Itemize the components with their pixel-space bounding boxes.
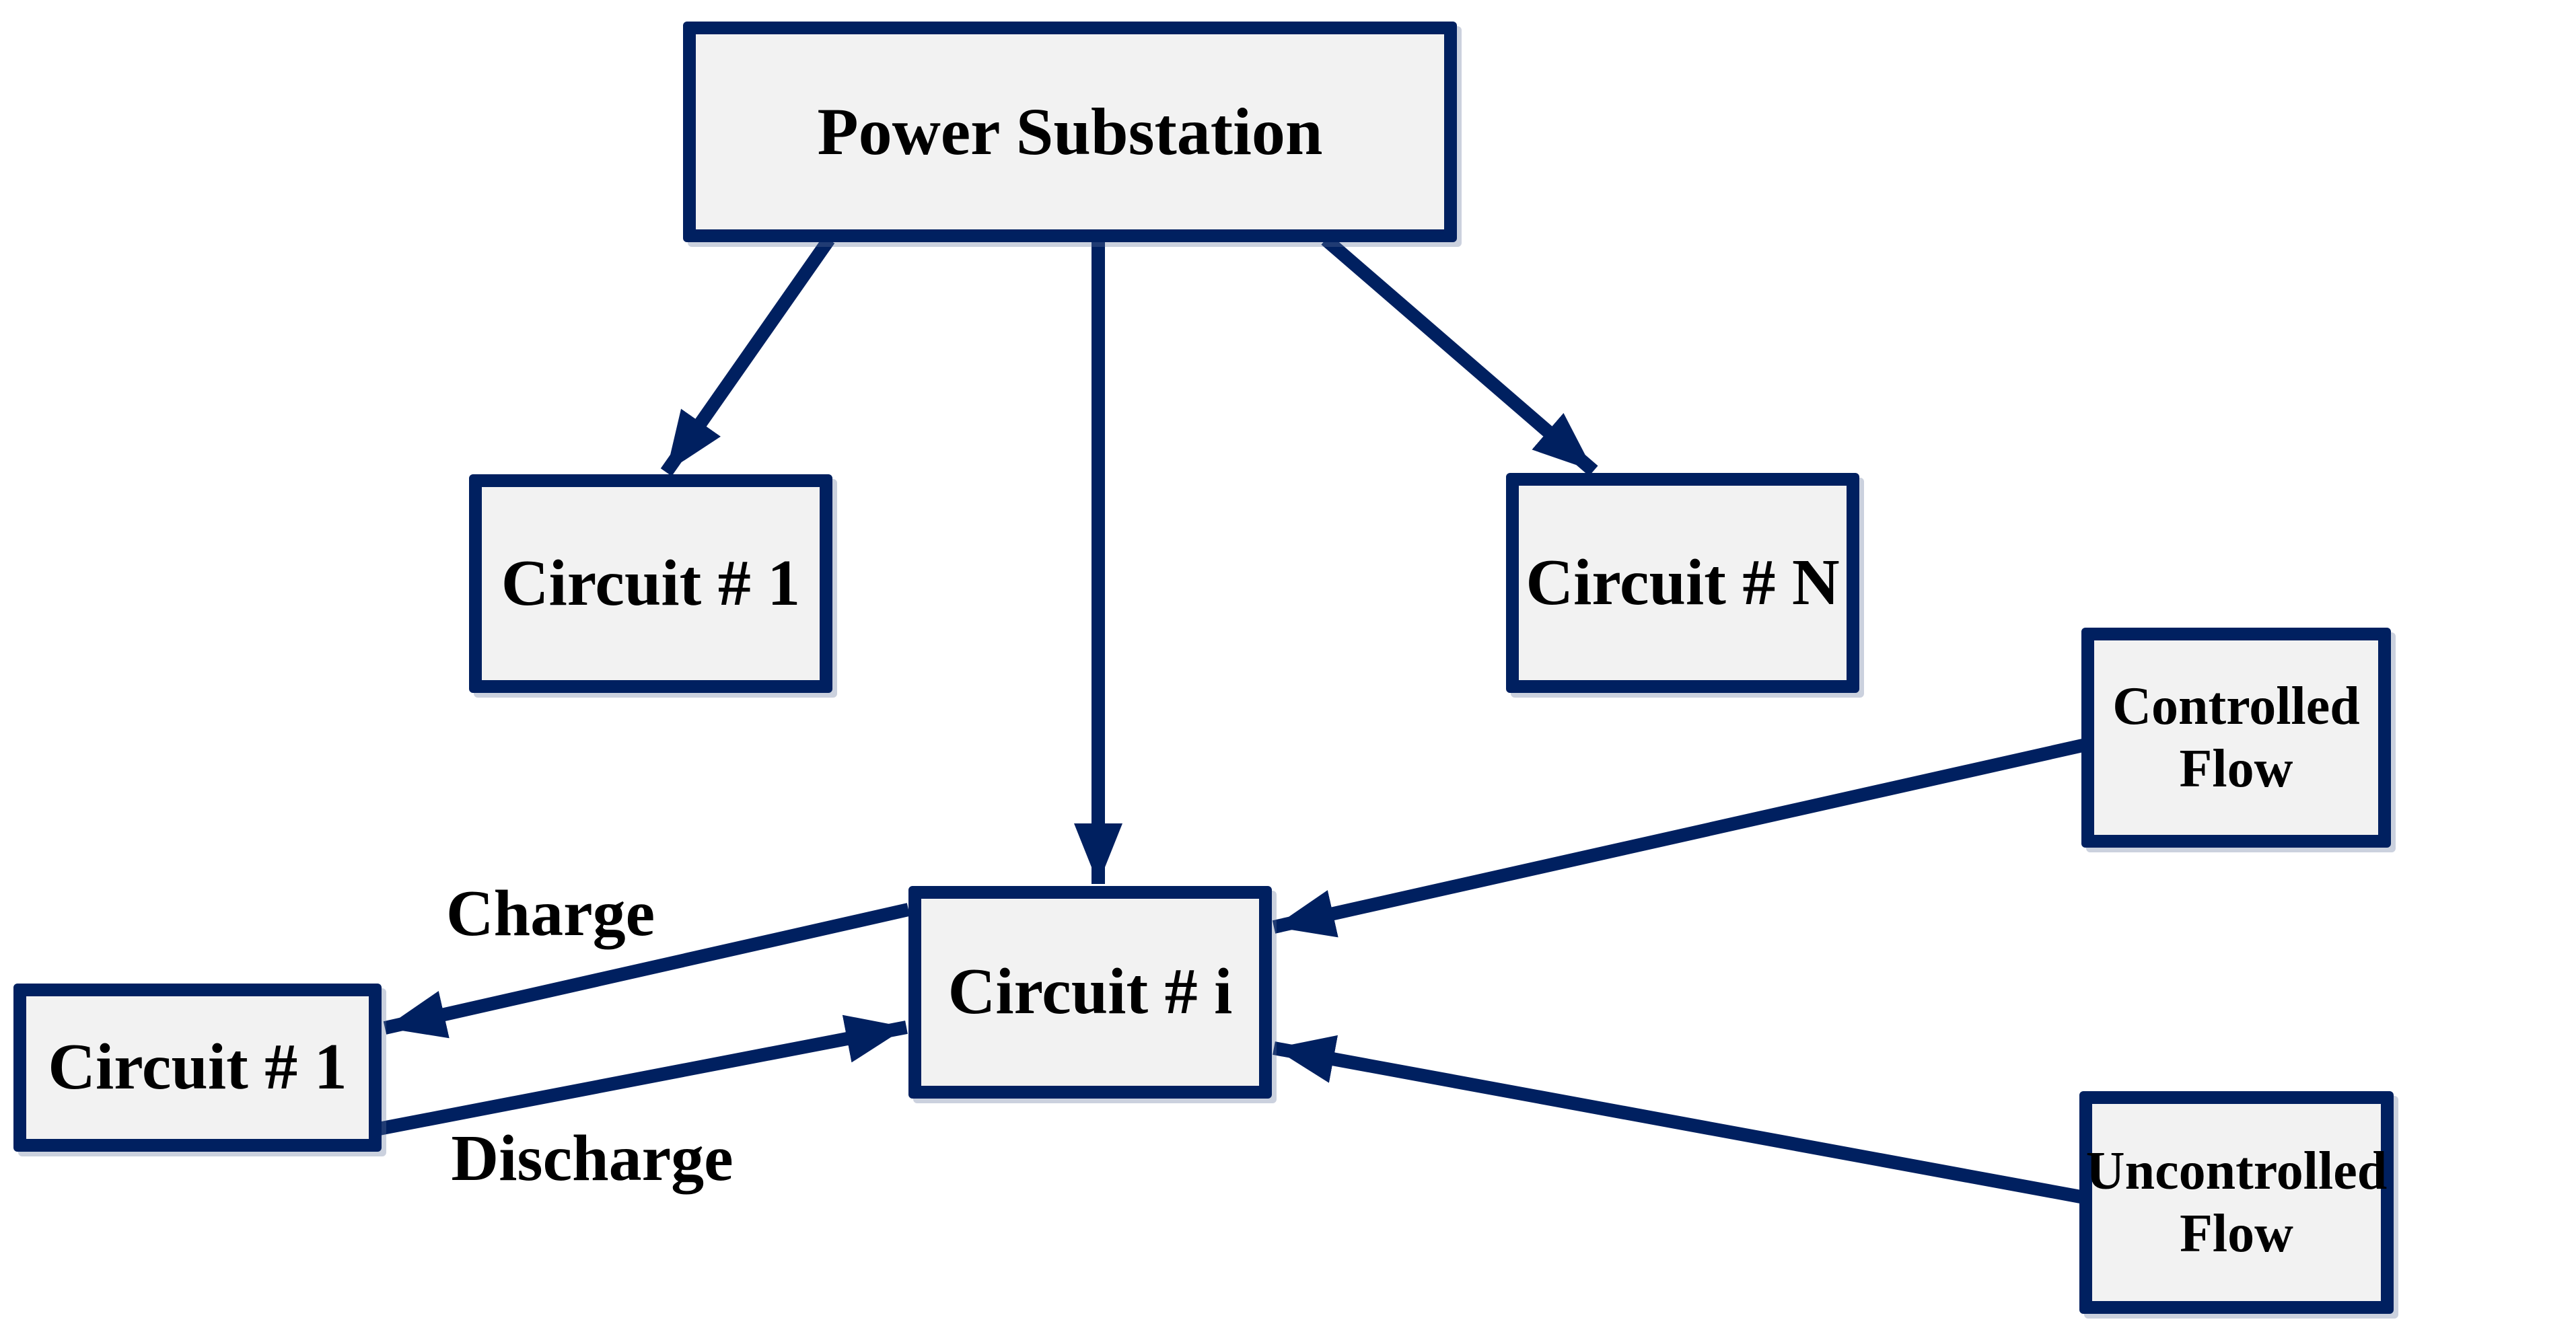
arrow-controlled-flow-to-circuit-i [1272, 739, 2085, 938]
edge-label-charge: Charge [445, 877, 655, 950]
arrow-discharge-circuit1-to-circuit-i [378, 1014, 908, 1136]
edge-label-discharge: Discharge [451, 1122, 734, 1195]
node-circuit-n: Circuit # N [1506, 473, 1859, 693]
node-circuit-i: Circuit # i [908, 886, 1272, 1099]
node-label: Controlled Flow [2112, 676, 2360, 799]
node-label: Power Substation [817, 94, 1323, 169]
node-circuit-1-top: Circuit # 1 [469, 474, 832, 693]
arrow-substation-to-circuit1-top [660, 235, 835, 476]
node-controlled-flow: Controlled Flow [2081, 628, 2391, 848]
node-circuit-1-bottom: Circuit # 1 [13, 984, 382, 1152]
node-label: Uncontrolled Flow [2085, 1141, 2388, 1263]
arrow-substation-to-circuit-n [1321, 234, 1598, 476]
node-power-substation: Power Substation [683, 22, 1457, 242]
node-uncontrolled-flow: Uncontrolled Flow [2079, 1091, 2394, 1314]
arrow-charge-circuit-i-to-circuit1 [383, 903, 910, 1039]
node-label: Circuit # N [1526, 546, 1840, 619]
arrow-uncontrolled-flow-to-circuit-i [1273, 1035, 2082, 1204]
node-label: Circuit # 1 [501, 546, 801, 620]
node-label: Circuit # i [947, 955, 1233, 1029]
node-label: Circuit # 1 [48, 1031, 347, 1104]
